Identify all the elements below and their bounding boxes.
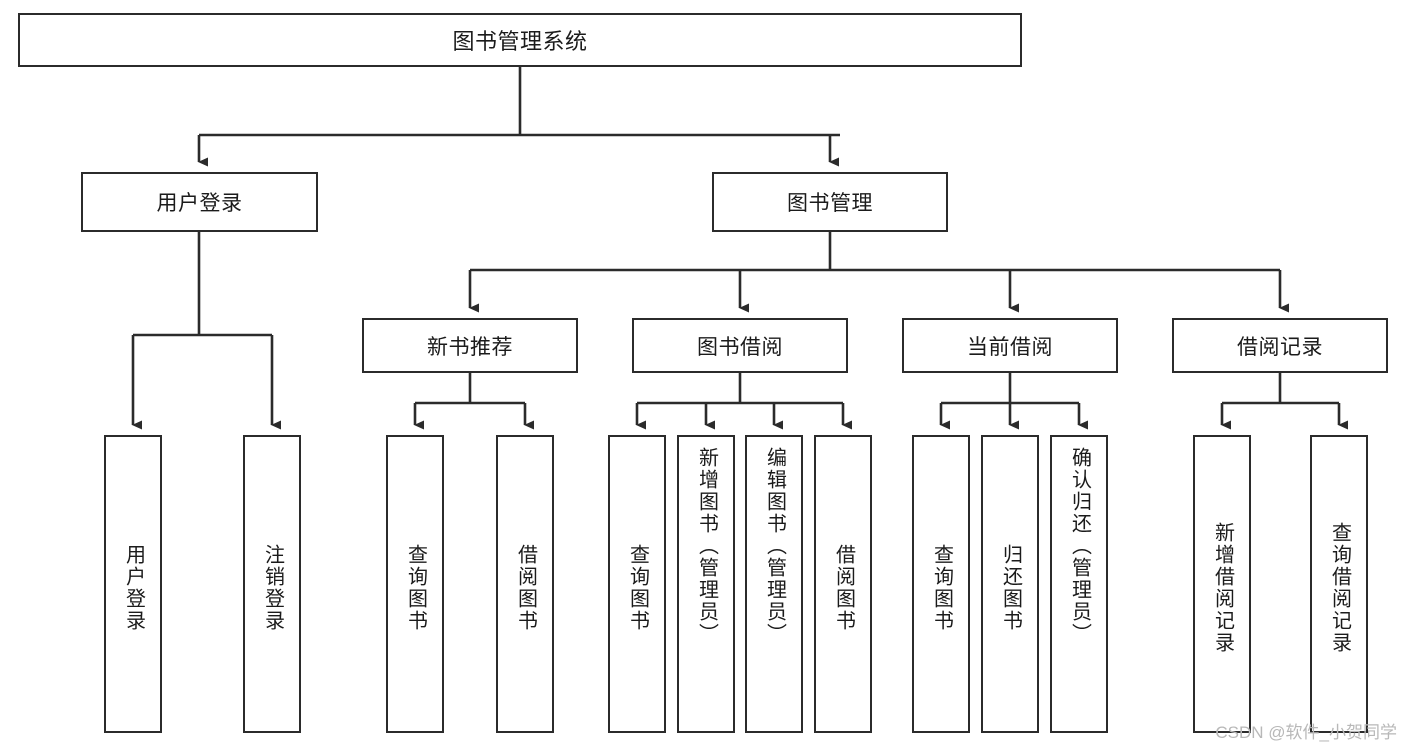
node-book-management[interactable]: 图书管理: [712, 172, 948, 232]
node-label: 查询图书: [626, 544, 649, 632]
node-label: 新增借阅记录: [1211, 522, 1234, 654]
node-book-borrow[interactable]: 图书借阅: [632, 318, 848, 373]
leaf-borrow-add-book-admin[interactable]: 新增图书（管理员）: [677, 435, 735, 733]
leaf-borrow-borrow-book[interactable]: 借阅图书: [814, 435, 872, 733]
node-label: 借阅记录: [1237, 335, 1323, 359]
leaf-borrow-edit-book-admin[interactable]: 编辑图书（管理员）: [745, 435, 803, 733]
node-root-book-management-system[interactable]: 图书管理系统: [18, 13, 1022, 67]
leaf-record-query-record[interactable]: 查询借阅记录: [1310, 435, 1368, 733]
leaf-newbook-borrow-book[interactable]: 借阅图书: [496, 435, 554, 733]
node-new-book-recommend[interactable]: 新书推荐: [362, 318, 578, 373]
node-user-login[interactable]: 用户登录: [81, 172, 318, 232]
leaf-user-login-logout[interactable]: 注销登录: [243, 435, 301, 733]
node-label: 新书推荐: [427, 335, 513, 359]
leaf-user-login-login[interactable]: 用户登录: [104, 435, 162, 733]
node-label: 当前借阅: [967, 335, 1053, 359]
node-label: 图书管理系统: [452, 29, 588, 54]
node-label: 用户登录: [122, 544, 145, 632]
node-label: 图书借阅: [697, 335, 783, 359]
node-label: 图书管理: [787, 192, 873, 215]
leaf-current-return-book[interactable]: 归还图书: [981, 435, 1039, 733]
node-label: 新增图书（管理员）: [695, 447, 718, 645]
node-label: 归还图书: [999, 544, 1022, 632]
node-current-borrow[interactable]: 当前借阅: [902, 318, 1118, 373]
node-label: 借阅图书: [832, 544, 855, 632]
node-label: 查询图书: [404, 544, 427, 632]
node-label: 用户登录: [156, 192, 243, 215]
node-borrow-record[interactable]: 借阅记录: [1172, 318, 1388, 373]
leaf-borrow-query-book[interactable]: 查询图书: [608, 435, 666, 733]
node-label: 查询借阅记录: [1328, 522, 1351, 654]
node-label: 确认归还（管理员）: [1068, 447, 1091, 645]
leaf-record-add-record[interactable]: 新增借阅记录: [1193, 435, 1251, 733]
leaf-current-confirm-return-admin[interactable]: 确认归还（管理员）: [1050, 435, 1108, 733]
node-label: 查询图书: [930, 544, 953, 632]
node-label: 注销登录: [261, 544, 284, 632]
leaf-newbook-query-book[interactable]: 查询图书: [386, 435, 444, 733]
node-label: 编辑图书（管理员）: [763, 447, 786, 645]
node-label: 借阅图书: [514, 544, 537, 632]
leaf-current-query-book[interactable]: 查询图书: [912, 435, 970, 733]
